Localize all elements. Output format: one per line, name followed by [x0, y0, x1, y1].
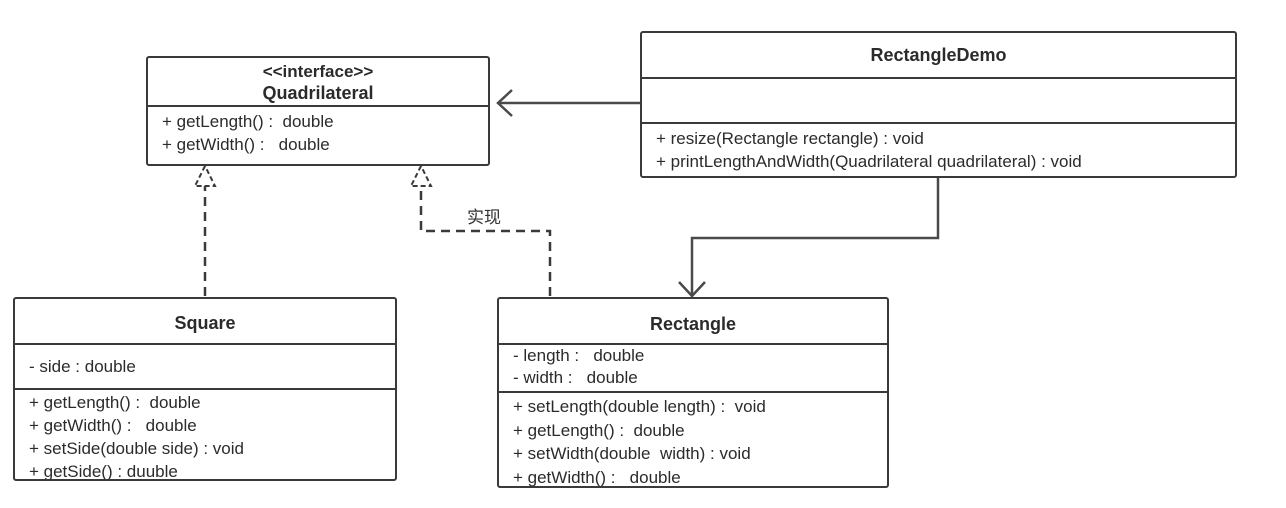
- realization-label: 实现: [467, 208, 501, 228]
- class-header: Square: [15, 299, 395, 345]
- method-item: + setWidth(double width) : void: [513, 444, 751, 463]
- attribute-item: - width : double: [513, 368, 638, 387]
- class-square[interactable]: Square - side : double + getLength() : d…: [13, 297, 397, 481]
- class-quadrilateral[interactable]: <<interface>> Quadrilateral + getLength(…: [146, 56, 490, 166]
- attributes-section: [642, 79, 1235, 124]
- method-item: + printLengthAndWidth(Quadrilateral quad…: [656, 152, 1082, 171]
- attributes-section: - length : double - width : double: [499, 345, 887, 393]
- attributes-section: - side : double: [15, 345, 395, 390]
- method-item: + getWidth() : double: [513, 467, 681, 487]
- class-rectangle[interactable]: Rectangle - length : double - width : do…: [497, 297, 889, 488]
- method-item: + getLength() : double: [29, 393, 201, 412]
- method-item: + getWidth() : double: [29, 416, 197, 435]
- methods-section: + setLength(double length) : void + getL…: [499, 393, 887, 487]
- class-name: RectangleDemo: [870, 45, 1007, 65]
- methods-section: + resize(Rectangle rectangle) : void + p…: [642, 124, 1235, 173]
- class-name: Square: [174, 313, 236, 333]
- methods-section: + getLength() : double + getWidth() : do…: [15, 390, 395, 481]
- attribute-item: - length : double: [513, 346, 645, 365]
- realization-arrowhead-square: [193, 163, 217, 187]
- association-arrowhead-rectangle: [678, 281, 706, 298]
- method-item: + getLength() : double: [513, 420, 685, 440]
- method-item: + setSide(double side) : void: [29, 439, 244, 458]
- association-demo-to-rectangle: [690, 178, 940, 296]
- class-header: RectangleDemo: [642, 33, 1235, 79]
- realization-arrowhead-rectangle: [409, 163, 433, 187]
- class-name: Rectangle: [649, 314, 737, 334]
- attribute-item: - side : double: [29, 357, 136, 376]
- method-item: + resize(Rectangle rectangle) : void: [656, 129, 924, 148]
- association-arrowhead-quadrilateral: [496, 89, 513, 117]
- class-header: Rectangle: [499, 299, 887, 345]
- method-item: + setLength(double length) : void: [513, 397, 766, 416]
- method-item: + getSide() : duuble: [29, 462, 178, 481]
- method-item: + getLength() : double: [162, 112, 334, 131]
- method-item: + getWidth() : double: [162, 135, 330, 154]
- stereotype-label: <<interface>>: [262, 62, 374, 81]
- realization-rectangle-to-quadrilateral: [419, 186, 552, 296]
- class-name: Quadrilateral: [262, 83, 374, 103]
- class-rectangle-demo[interactable]: RectangleDemo + resize(Rectangle rectang…: [640, 31, 1237, 178]
- class-header: <<interface>> Quadrilateral: [148, 58, 488, 107]
- methods-section: + getLength() : double + getWidth() : do…: [148, 107, 488, 156]
